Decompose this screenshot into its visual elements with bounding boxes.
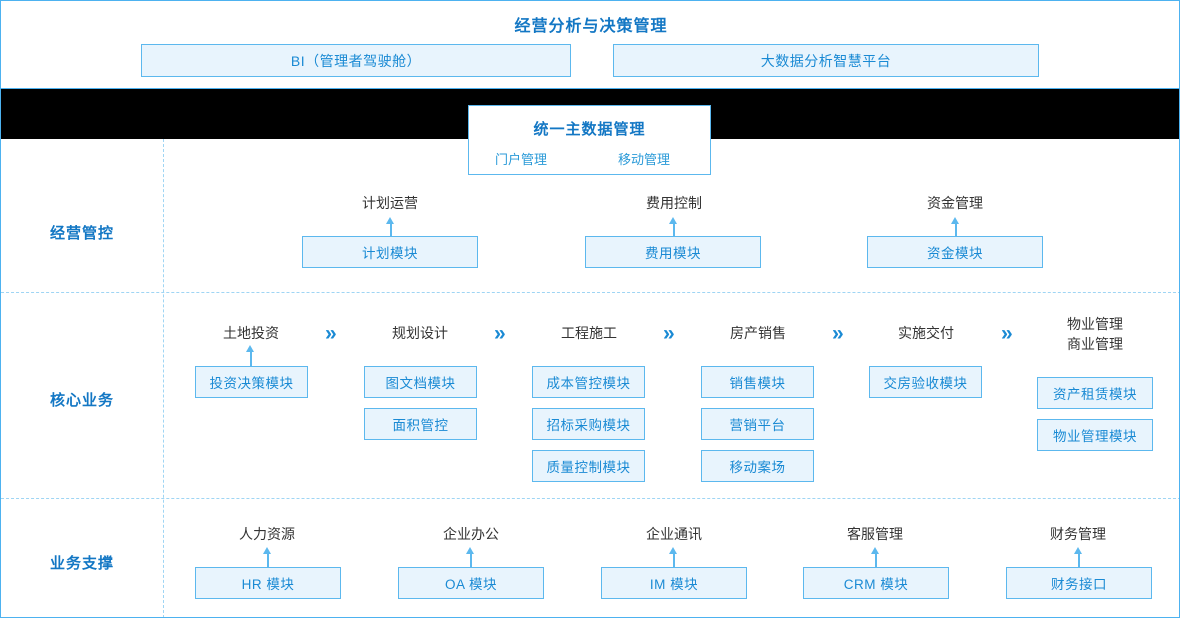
master-data-card[interactable]: 统一主数据管理 门户管理 移动管理: [468, 105, 711, 175]
module-box-cost-control[interactable]: 成本管控模块: [532, 366, 645, 398]
module-box-fund[interactable]: 资金模块: [867, 236, 1043, 268]
module-box-finance-interface[interactable]: 财务接口: [1006, 567, 1152, 599]
stage-label-office: 企业办公: [443, 526, 499, 542]
connector-arrow-plan: [386, 217, 395, 236]
connector-arrow-finance: [1074, 547, 1083, 568]
stage-label-customer-service: 客服管理: [847, 526, 903, 542]
module-box-crm[interactable]: CRM 模块: [803, 567, 949, 599]
stage-label-delivery: 实施交付: [898, 325, 954, 341]
vertical-divider: [163, 139, 164, 617]
row-divider-2: [1, 498, 1179, 499]
module-box-expense[interactable]: 费用模块: [585, 236, 761, 268]
stage-label-finance: 财务管理: [1050, 526, 1106, 542]
stage-label-property-commercial: 物业管理 商业管理: [1067, 316, 1123, 352]
module-box-quality-control[interactable]: 质量控制模块: [532, 450, 645, 482]
row-label-management: 经营管控: [49, 225, 114, 242]
stage-label-communication: 企业通讯: [646, 526, 702, 542]
chevron-icon-5: »: [1001, 322, 1013, 345]
connector-arrow-crm: [871, 547, 880, 568]
chevron-icon-2: »: [494, 322, 506, 345]
module-box-bidding-purchase[interactable]: 招标采购模块: [532, 408, 645, 440]
stage-label-property-sales: 房产销售: [730, 325, 786, 341]
module-box-oa[interactable]: OA 模块: [398, 567, 544, 599]
module-box-investment-decision[interactable]: 投资决策模块: [195, 366, 308, 398]
chevron-icon-1: »: [325, 322, 337, 345]
master-data-title: 统一主数据管理: [533, 121, 646, 138]
stage-label-land-investment: 土地投资: [223, 325, 279, 341]
stage-label-cost-control: 费用控制: [646, 195, 702, 211]
analysis-decision-band: 经营分析与决策管理 BI（管理者驾驶舱） 大数据分析智慧平台: [1, 1, 1179, 89]
platform-box-bi[interactable]: BI（管理者驾驶舱）: [141, 44, 571, 77]
connector-arrow-oa: [466, 547, 475, 568]
master-data-portal-link[interactable]: 门户管理: [495, 152, 548, 167]
module-box-document[interactable]: 图文档模块: [364, 366, 477, 398]
row-label-support: 业务支撑: [49, 555, 114, 572]
module-box-property-management[interactable]: 物业管理模块: [1037, 419, 1153, 451]
connector-arrow-investment: [246, 345, 255, 366]
module-box-plan[interactable]: 计划模块: [302, 236, 478, 268]
row-label-core-business: 核心业务: [49, 392, 114, 409]
stage-label-fund-mgmt: 资金管理: [927, 195, 983, 211]
stage-label-hr: 人力资源: [239, 526, 295, 542]
module-box-marketing-platform[interactable]: 营销平台: [701, 408, 814, 440]
diagram-title: 经营分析与决策管理: [514, 18, 668, 35]
connector-arrow-hr: [263, 547, 272, 568]
chevron-icon-4: »: [832, 322, 844, 345]
connector-arrow-fund: [951, 217, 960, 236]
module-box-area-control[interactable]: 面积管控: [364, 408, 477, 440]
module-box-mobile-showroom[interactable]: 移动案场: [701, 450, 814, 482]
master-data-mobile-link[interactable]: 移动管理: [618, 152, 671, 167]
connector-arrow-im: [669, 547, 678, 568]
module-box-asset-leasing[interactable]: 资产租赁模块: [1037, 377, 1153, 409]
module-box-hr[interactable]: HR 模块: [195, 567, 341, 599]
stage-label-construction: 工程施工: [561, 325, 617, 341]
stage-label-plan-ops: 计划运营: [362, 195, 418, 211]
module-box-handover-acceptance[interactable]: 交房验收模块: [869, 366, 982, 398]
module-box-im[interactable]: IM 模块: [601, 567, 747, 599]
connector-arrow-expense: [669, 217, 678, 236]
row-divider-1: [1, 292, 1179, 293]
chevron-icon-3: »: [663, 322, 675, 345]
module-box-sales[interactable]: 销售模块: [701, 366, 814, 398]
platform-box-bigdata[interactable]: 大数据分析智慧平台: [613, 44, 1039, 77]
stage-label-planning-design: 规划设计: [392, 325, 448, 341]
